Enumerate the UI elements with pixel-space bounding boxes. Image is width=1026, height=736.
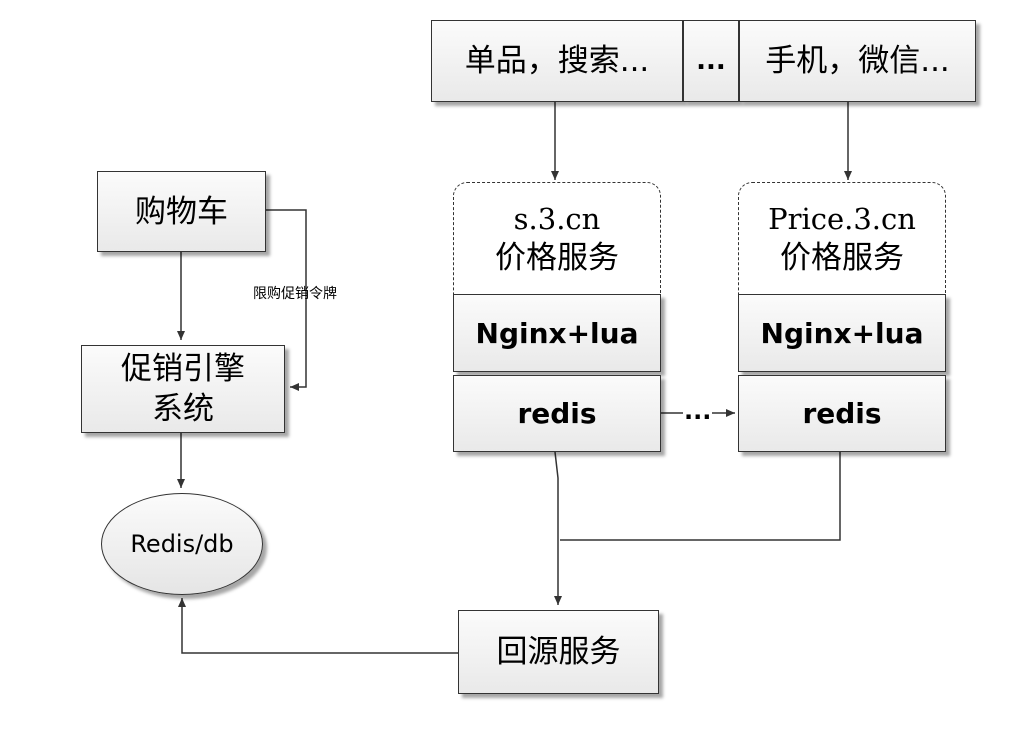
- s3-redis-layer: redis: [453, 375, 661, 452]
- promotion-engine-box: 促销引擎 系统: [81, 345, 285, 433]
- promotion-engine-line1: 促销引擎: [121, 351, 245, 387]
- price-nginx-layer: Nginx+lua: [738, 294, 946, 372]
- origin-service-label: 回源服务: [496, 634, 621, 670]
- arrow-token-loop: [266, 209, 307, 391]
- client-sources-box-2: 手机，微信...: [739, 20, 976, 102]
- price-service-name: 价格服务: [780, 239, 904, 276]
- redis-db-ellipse: Redis/db: [101, 493, 263, 595]
- cart-label: 购物车: [135, 193, 228, 230]
- redis-sync-ellipsis: ...: [684, 397, 712, 425]
- line-right-redis-down: [560, 452, 841, 541]
- client-sources-label-2: 手机，微信...: [765, 43, 950, 79]
- token-label: 限购促销令牌: [253, 286, 337, 302]
- price-nginx-label: Nginx+lua: [760, 316, 924, 350]
- price-host-label: Price.3.cn: [768, 201, 916, 236]
- s3-service-name: 价格服务: [495, 239, 619, 276]
- client-sources-box-1: 单品，搜索...: [431, 20, 683, 102]
- price-service-header: Price.3.cn 价格服务: [738, 182, 946, 294]
- origin-service-box: 回源服务: [458, 610, 659, 694]
- promotion-engine-line2: 系统: [152, 391, 214, 427]
- arrow-origin-to-db: [178, 598, 458, 654]
- client-sources-label-1: 单品，搜索...: [464, 43, 650, 79]
- s3-redis-label: redis: [517, 397, 597, 430]
- s3-service-header: s.3.cn 价格服务: [453, 182, 661, 294]
- s3-nginx-label: Nginx+lua: [475, 316, 639, 350]
- price-redis-layer: redis: [738, 375, 946, 452]
- price-redis-label: redis: [802, 397, 882, 430]
- s3-host-label: s.3.cn: [513, 201, 601, 236]
- redis-db-label: Redis/db: [130, 530, 234, 558]
- client-sources-ellipsis: ...: [696, 46, 726, 76]
- s3-nginx-layer: Nginx+lua: [453, 294, 661, 372]
- line-left-redis-down: [554, 451, 562, 605]
- client-sources-ellipsis-box: ...: [683, 20, 739, 102]
- cart-box: 购物车: [97, 171, 266, 252]
